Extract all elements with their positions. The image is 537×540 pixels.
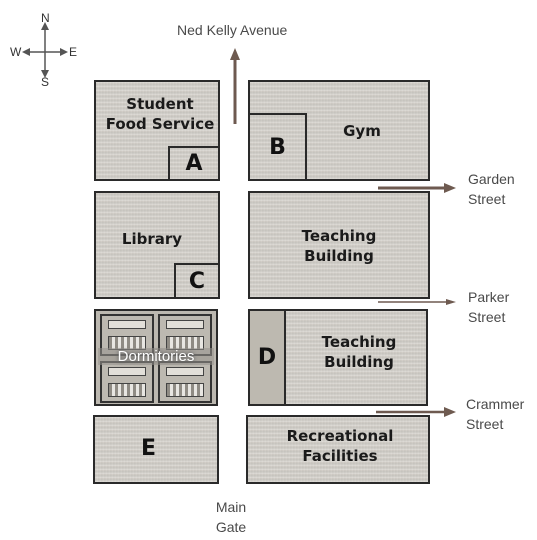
teaching-building-block-2: D Teaching Building [248,309,428,406]
marker-d: D [248,309,286,406]
garden-street-line2: Street [468,191,506,208]
teaching-building-2-label: Teaching Building [300,332,418,373]
compass-north: N [41,11,50,25]
library-block: Library C [94,191,220,299]
gym-block: Gym B [248,80,430,181]
recreational-facilities-label: Recreational Facilities [278,426,402,467]
dormitories-block: Dormitories [94,309,218,406]
teaching-building-1-line2: Building [304,247,374,266]
compass-east: E [69,45,78,59]
marker-c: C [174,263,220,299]
dormitory-building-4 [158,361,212,403]
marker-a: A [168,146,220,181]
compass-west: W [10,45,22,59]
garden-street-label: Garden Street [468,169,515,210]
teaching-building-1-label: Teaching Building [278,226,400,267]
parker-street-label: Parker Street [468,287,509,328]
compass-south: S [41,75,50,89]
crammer-street-label: Crammer Street [466,394,524,435]
parker-street-arrow-icon [378,299,456,305]
recreational-facilities-block: Recreational Facilities [246,415,430,484]
teaching-building-2-line2: Building [324,353,394,372]
recreational-facilities-line1: Recreational [286,427,394,445]
dormitories-label: Dormitories [98,348,214,365]
teaching-building-1-line1: Teaching [301,227,377,245]
recreational-facilities-line2: Facilities [302,447,378,466]
marker-b: B [248,113,307,181]
crammer-street-line1: Crammer [466,396,525,412]
garden-street-line1: Garden [468,171,515,187]
compass-cross-icon [22,22,68,78]
student-food-service-label: Student Food Service [102,94,218,135]
parker-street-line2: Street [468,309,506,326]
compass: N S W E [10,11,80,89]
main-gate-line1: Main [215,499,247,515]
student-food-service-block: Student Food Service A [94,80,220,181]
ned-kelly-avenue-label: Ned Kelly Avenue [177,22,288,38]
crammer-street-line2: Street [466,416,504,433]
library-label: Library [121,230,183,248]
ned-kelly-avenue-arrow-icon [230,48,240,124]
teaching-building-2-line1: Teaching [321,333,397,351]
gym-label: Gym [343,122,381,140]
parker-street-line1: Parker [468,289,510,305]
student-food-service-line2: Food Service [105,115,215,134]
main-gate-line2: Gate [215,519,247,536]
teaching-building-block-1: Teaching Building [248,191,430,299]
block-e: E [93,415,219,484]
marker-e: E [141,436,157,461]
student-food-service-line1: Student [126,95,194,113]
dormitory-building-3 [100,361,154,403]
main-gate-label: Main Gate [211,497,251,538]
